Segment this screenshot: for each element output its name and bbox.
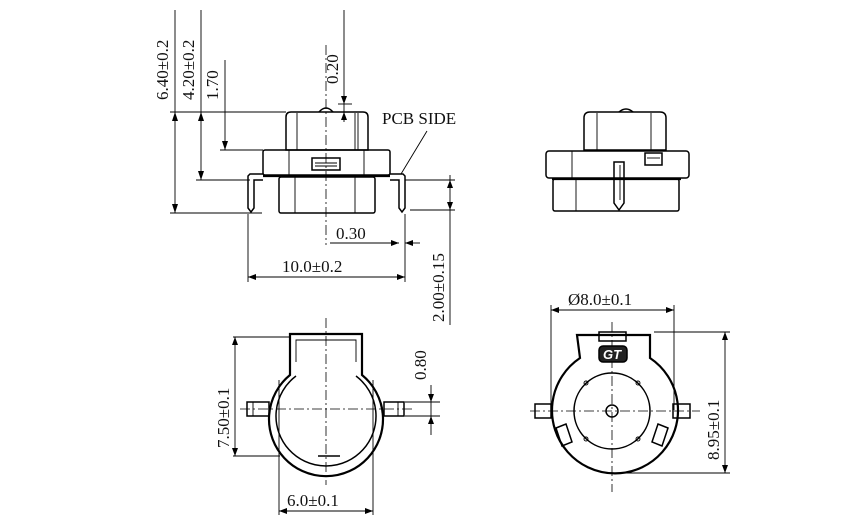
dim-body-height: 4.20±0.2 xyxy=(179,40,198,100)
dim-diameter: Ø8.0±0.1 xyxy=(568,290,632,309)
dim-body-depth: 7.50±0.1 xyxy=(214,388,233,448)
dim-total-length: 8.95±0.1 xyxy=(704,400,723,460)
dim-overall-height: 6.40±0.2 xyxy=(153,40,172,100)
pcb-side-label: PCB SIDE xyxy=(382,109,456,128)
top-view: GT Ø8.0±0.1 8.95±0.1 xyxy=(530,290,730,492)
dim-pin-span: 10.0±0.2 xyxy=(282,257,342,276)
dim-pin-thickness: 0.30 xyxy=(336,224,366,243)
dim-base-height: 1.70 xyxy=(203,70,222,100)
side-view xyxy=(545,108,690,212)
dim-pin-width: 0.80 xyxy=(411,350,430,380)
dim-pin-length: 2.00±0.15 xyxy=(429,253,448,322)
dim-top-protrusion: 0.20 xyxy=(323,54,342,84)
gt-logo: GT xyxy=(603,347,622,362)
front-view: PCB SIDE 6.40±0.2 4.20±0.2 1.70 0.20 0.3… xyxy=(153,10,456,325)
bottom-view: 7.50±0.1 0.80 6.0±0.1 xyxy=(214,318,440,515)
dim-base-width: 6.0±0.1 xyxy=(287,491,339,510)
